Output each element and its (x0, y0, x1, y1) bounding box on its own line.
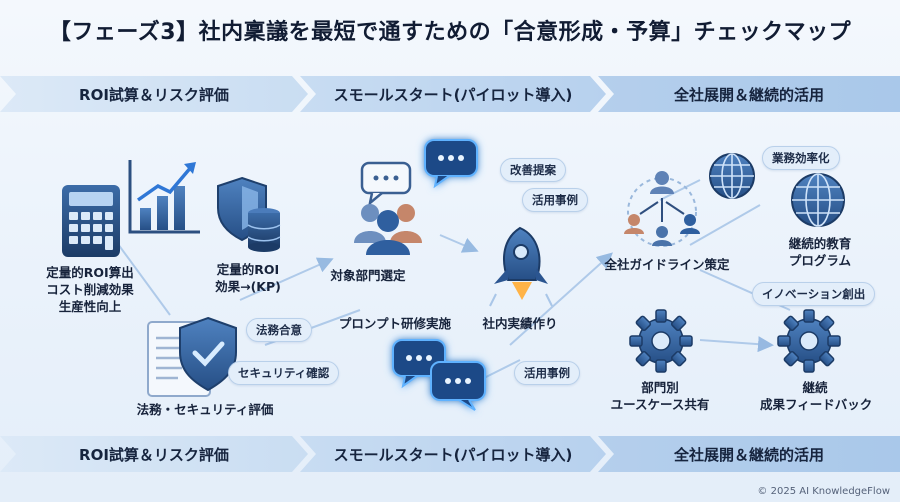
tag-case-bottom: 活用事例 (514, 361, 580, 385)
copyright: © 2025 AI KnowledgeFlow (757, 486, 890, 497)
stage-band-top: ROI試算＆リスク評価 スモールスタート(パイロット導入) 全社展開＆継続的活用 (0, 76, 900, 112)
stage-roi-bottom: ROI試算＆リスク評価 (0, 436, 308, 472)
education-label: 継続的教育 プログラム (788, 236, 852, 268)
calculator-icon (62, 185, 120, 257)
stage-rollout-bottom: 全社展開＆継続的活用 (598, 436, 900, 472)
document-shield-icon (147, 316, 237, 397)
internal-results-label: 社内実績作り (482, 316, 558, 331)
globe-icon (709, 153, 755, 199)
team-icon (354, 204, 422, 255)
guideline-label: 全社ガイドライン策定 (604, 257, 730, 272)
tag-improvement: 改善提案 (500, 158, 566, 182)
tag-security-check: セキュリティ確認 (228, 361, 340, 385)
tag-legal-agreement: 法務合意 (246, 318, 312, 342)
stage-rollout: 全社展開＆継続的活用 (598, 76, 900, 112)
connectors (114, 179, 791, 381)
stage-band-bottom: ROI試算＆リスク評価 スモールスタート(パイロット導入) 全社展開＆継続的活用 (0, 436, 900, 472)
stage-small-start: スモールスタート(パイロット導入) (300, 76, 606, 112)
roi-label: 定量的ROI算出 コスト削減効果 生産性向上 (46, 265, 134, 314)
prompt-training-label: プロンプト研修実施 (338, 316, 452, 331)
stage-roi: ROI試算＆リスク評価 (0, 76, 308, 112)
chat-glow-bottom-icon (392, 339, 486, 411)
chat-glow-icon (424, 139, 478, 189)
stage-small-start-bottom: スモールスタート(パイロット導入) (300, 436, 606, 472)
usecase-label: 部門別 ユースケース共有 (610, 380, 710, 412)
globe-icon (791, 173, 845, 227)
kpi-label: 定量的ROI 効果→(KP) (215, 262, 281, 294)
chat-icon (360, 161, 412, 207)
dept-select-label: 対象部門選定 (330, 268, 406, 283)
page-title: 【フェーズ3】社内稟議を最短で通すための「合意形成・予算」チェックマップ (48, 20, 852, 45)
gear-icon (777, 309, 841, 373)
feedback-label: 継続 成果フィードバック (760, 380, 873, 412)
rocket-icon (489, 226, 553, 307)
tag-case-top: 活用事例 (522, 188, 588, 212)
gear-icon (629, 309, 693, 373)
tag-efficiency: 業務効率化 (762, 146, 840, 170)
security-eval-label: 法務・セキュリティ評価 (136, 402, 274, 417)
tag-innovation: イノベーション創出 (752, 282, 876, 306)
database-icon (247, 208, 281, 252)
org-icon (624, 171, 700, 247)
chart-icon (128, 160, 200, 234)
